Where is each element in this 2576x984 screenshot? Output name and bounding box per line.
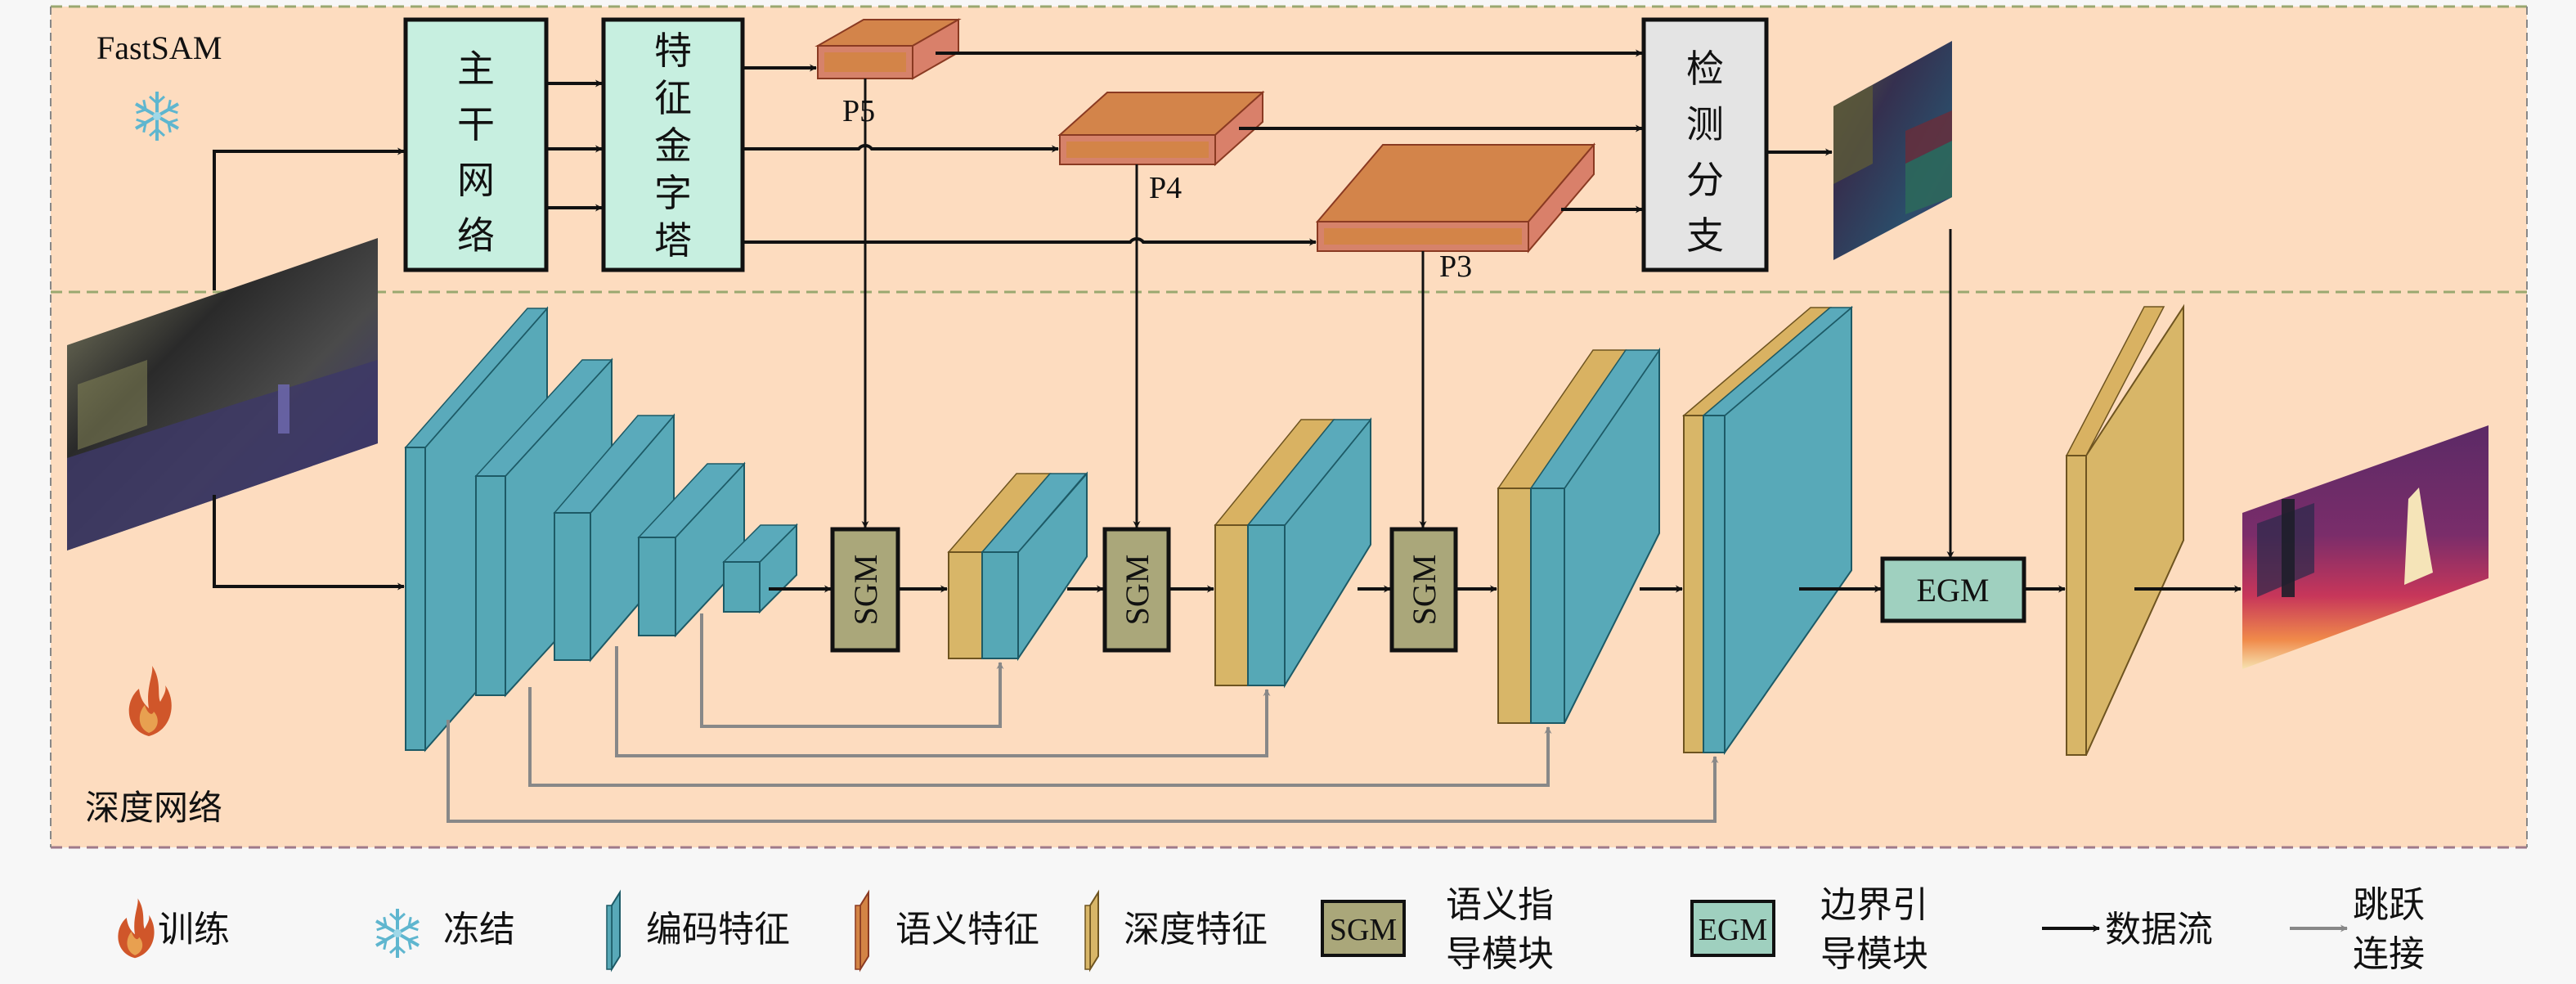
legend-label-line: 跳跃 (2353, 884, 2425, 926)
label-char: 测 (1686, 102, 1724, 146)
label-char: 干 (457, 102, 495, 146)
skip-connection-arrow (700, 613, 1004, 728)
depth-network-title: 深度网络 (85, 788, 222, 828)
pyramid-level-label: P3 (1439, 249, 1472, 284)
legend-item-fire: 训练 (118, 898, 230, 959)
label-char: 检 (1686, 47, 1724, 91)
label-char: 分 (1686, 158, 1724, 202)
legend-label: 冻结 (443, 909, 515, 950)
legend-label-line: 连接 (2353, 933, 2425, 975)
legend-item-semantic-feature: 语义特征 (855, 889, 1039, 973)
sgm-icon: SGM (1321, 900, 1406, 957)
sgm-module-3: SGM (1389, 251, 1458, 653)
encoder-feature-icon (606, 889, 621, 973)
decoder-feature-stage-3 (1497, 347, 1661, 724)
decoder-feature-stage-4 (1681, 305, 1854, 756)
label-char: 络 (457, 213, 495, 258)
guidance-modules: SGM SGM SGM EGM (830, 79, 2242, 653)
decoder-stack (947, 303, 2184, 756)
legend-label: 数据流 (2105, 909, 2213, 950)
pyramid-level-label: P4 (1149, 171, 1182, 205)
skip-connection-arrow (447, 720, 1719, 823)
label-char: 金 (654, 124, 692, 168)
egm-module: EGM (1880, 556, 2026, 623)
label-char: 塔 (654, 218, 692, 263)
legend-item-snowflake: 冻结 (375, 909, 515, 958)
legend-label-line: 语义指 (1446, 884, 1554, 926)
depth-feature-icon (1084, 889, 1099, 973)
input-to-encoder-arrow (213, 495, 405, 591)
depth-map-output-image (2242, 425, 2488, 669)
legend-label-line: 边界引 (1820, 884, 1928, 926)
sgm-module-2: SGM (1102, 164, 1171, 653)
label-char: 特 (654, 29, 692, 73)
label-char: 网 (457, 158, 495, 202)
backbone-to-fpn-arrows (546, 79, 603, 212)
legend-label: 语义特征 (895, 909, 1039, 950)
legend-box-label: SGM (1330, 913, 1397, 947)
sgm-label: SGM (1406, 555, 1443, 626)
input-rgb-image (67, 238, 378, 550)
legend-item-data-flow-arrow: 数据流 (2042, 909, 2213, 950)
decoder-feature-stage-5 (2065, 303, 2184, 756)
label-char: 支 (1686, 213, 1724, 258)
label-char: 字 (654, 171, 692, 215)
legend-item-depth-feature: 深度特征 (1084, 889, 1268, 973)
sgm-label: SGM (1119, 555, 1156, 626)
semantic-feature-icon (855, 889, 869, 973)
legend-label-line: 导模块 (1446, 933, 1554, 975)
legend-label: 训练 (158, 909, 230, 950)
fastsam-title: FastSAM (96, 29, 222, 66)
snowflake-icon (375, 909, 420, 958)
skip-connections (447, 613, 1719, 823)
legend-label-line: 导模块 (1820, 933, 1928, 975)
egm-label: EGM (1917, 572, 1990, 609)
fire-icon (118, 898, 155, 959)
encoder-feature-stage-3 (553, 413, 675, 663)
legend-item-encoder-feature: 编码特征 (606, 889, 790, 973)
encoder-stack (404, 306, 832, 753)
encoder-feature-stage-4 (637, 461, 746, 638)
egm-icon: EGM (1690, 900, 1775, 957)
legend-label: 深度特征 (1124, 909, 1268, 950)
legend-label: 编码特征 (646, 909, 790, 950)
segmentation-mask-image (1833, 41, 1952, 260)
sgm-module-1: SGM (830, 79, 900, 653)
input-to-backbone-arrow (213, 147, 405, 290)
pyramid-level-label: P5 (842, 94, 875, 128)
skip-connection-arrow (615, 646, 1271, 757)
label-char: 主 (457, 47, 495, 91)
decoder-feature-stage-2 (1214, 417, 1372, 689)
skip-connection-arrow (528, 687, 1552, 787)
snowflake-icon (135, 92, 179, 141)
decoder-feature-stage-1 (947, 471, 1088, 662)
fire-icon (128, 666, 172, 736)
sgm-label: SGM (847, 555, 884, 626)
label-char: 征 (654, 76, 692, 120)
legend-box-label: EGM (1699, 913, 1767, 947)
